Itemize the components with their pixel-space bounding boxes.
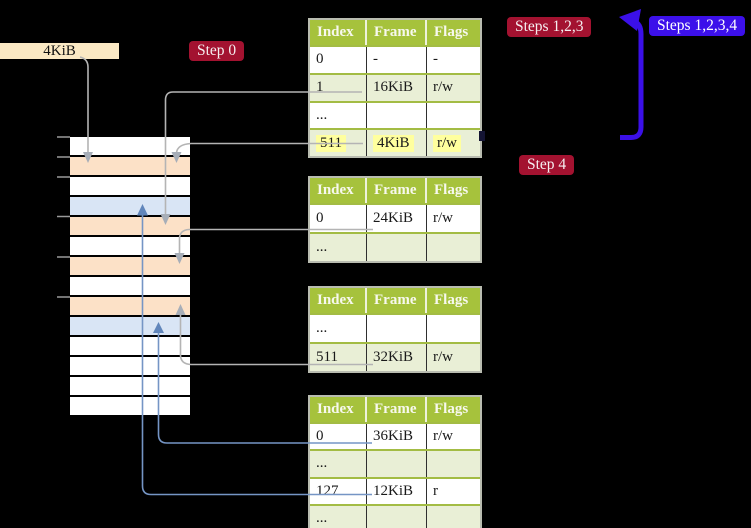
table-row: ...	[310, 503, 480, 528]
table-row: 0--	[310, 45, 480, 73]
cell-frame	[367, 234, 427, 261]
table-row: ...	[310, 449, 480, 477]
cell-frame	[367, 315, 427, 342]
cell-frame: 36KiB	[367, 424, 427, 450]
cell-frame	[367, 102, 427, 129]
cell-index: 0	[310, 424, 367, 450]
cell-flags	[427, 315, 480, 342]
badge-step-0: Step 0	[189, 41, 245, 61]
memory-frame-row-free	[70, 377, 190, 395]
cell-frame: 24KiB	[367, 205, 427, 232]
cell-flags: r/w	[427, 205, 480, 232]
cell-index: ...	[310, 234, 367, 261]
table-row: ...	[310, 100, 480, 129]
header-index: Index	[310, 178, 367, 203]
badge-steps-1-2-3-4: Steps 1,2,3,4	[649, 16, 746, 36]
physical-memory-column	[70, 137, 190, 417]
memory-frame-row-free	[70, 337, 190, 355]
cell-index: 0	[310, 205, 367, 232]
header-flags: Flags	[427, 288, 480, 313]
header-flags: Flags	[427, 397, 480, 422]
memory-frame-row-free	[70, 277, 190, 295]
memory-frame-row-table	[70, 297, 190, 315]
cell-index: ...	[310, 451, 367, 477]
memory-frame-row-data	[70, 317, 190, 335]
loop-arrow-steps-1-2-3-4	[620, 18, 644, 140]
memory-frame-row-free	[70, 237, 190, 255]
table-row: ...	[310, 232, 480, 261]
cell-index: ...	[310, 102, 367, 129]
cell-frame: -	[367, 47, 427, 73]
header-index: Index	[310, 20, 367, 45]
cell-flags	[427, 451, 480, 477]
table-row: ...	[310, 313, 480, 342]
memory-frame-row-table	[70, 257, 190, 275]
cell-index: 511	[310, 130, 367, 156]
cell-frame: 32KiB	[367, 344, 427, 371]
cell-index: ...	[310, 315, 367, 342]
cell-index: ...	[310, 505, 367, 528]
highlighted-value: r/w	[433, 134, 461, 152]
cell-frame	[367, 451, 427, 477]
badge-step-4: Step 4	[519, 155, 575, 175]
cell-flags: r/w	[427, 130, 480, 156]
cell-flags	[427, 234, 480, 261]
highlighted-value: 511	[316, 134, 346, 152]
memory-frame-row-table	[70, 157, 190, 175]
cell-index: 127	[310, 478, 367, 504]
loop-arrowhead	[619, 9, 641, 31]
cell-flags	[427, 505, 480, 528]
header-frame: Frame	[367, 178, 427, 203]
cell-index: 0	[310, 47, 367, 73]
cell-frame: 16KiB	[367, 74, 427, 101]
cell-flags: r	[427, 478, 480, 504]
memory-frame-row-free	[70, 397, 190, 415]
cell-flags	[427, 102, 480, 129]
header-frame: Frame	[367, 288, 427, 313]
cell-frame: 12KiB	[367, 478, 427, 504]
header-flags: Flags	[427, 178, 480, 203]
badge-steps-1-2-3: Steps 1,2,3	[507, 17, 592, 37]
header-flags: Flags	[427, 20, 480, 45]
cell-frame	[367, 505, 427, 528]
cell-flags: r/w	[427, 344, 480, 371]
header-frame: Frame	[367, 20, 427, 45]
cell-flags: r/w	[427, 74, 480, 101]
memory-frame-row-free	[70, 177, 190, 195]
cell-frame: 4KiB	[367, 130, 427, 156]
highlighted-value: 4KiB	[373, 134, 414, 152]
cell-index: 1	[310, 74, 367, 101]
frame-address-label: 4KiB	[0, 43, 119, 59]
header-frame: Frame	[367, 397, 427, 422]
memory-frame-row-data	[70, 197, 190, 215]
memory-frame-row-free	[70, 357, 190, 375]
memory-frame-row-free	[70, 137, 190, 155]
header-index: Index	[310, 288, 367, 313]
table-row: 511 4KiB r/w	[310, 128, 480, 156]
memory-frame-row-table	[70, 217, 190, 235]
header-index: Index	[310, 397, 367, 422]
memory-address-ticks	[57, 136, 70, 298]
cell-flags: -	[427, 47, 480, 73]
cell-flags: r/w	[427, 424, 480, 450]
cell-index: 511	[310, 344, 367, 371]
